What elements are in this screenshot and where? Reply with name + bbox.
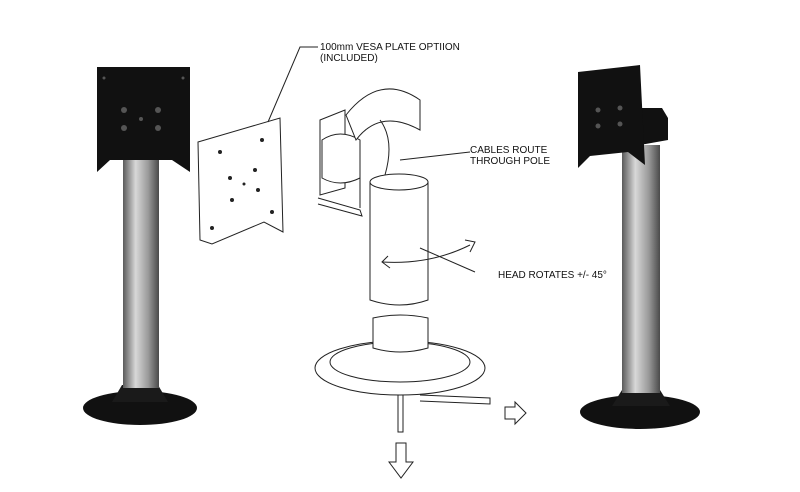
cables-leader-line: [399, 151, 471, 161]
right-pole: [622, 145, 660, 393]
left-vesa-mount: [97, 67, 190, 172]
left-base-collar: [112, 385, 168, 402]
right-head: [640, 108, 668, 145]
exploded-assembly: [314, 88, 527, 479]
cables-label-line1: CABLES ROUTE: [470, 145, 548, 156]
left-base: [83, 391, 197, 425]
left-stand: [83, 67, 197, 425]
vesa-label-line1: 100mm VESA PLATE OPTIION: [320, 42, 460, 53]
rotate-arrow: [381, 244, 471, 263]
right-arrow-icon: [504, 400, 527, 426]
vesa-leader-line: [267, 46, 318, 123]
right-stand: [578, 65, 700, 429]
down-arrow-icon: [388, 442, 414, 479]
head-rotates-label: HEAD ROTATES +/- 45°: [498, 270, 607, 281]
right-base: [580, 395, 700, 429]
cables-label-line2: THROUGH POLE: [470, 156, 551, 167]
cables-route-label: CABLES ROUTE THROUGH POLE: [470, 145, 550, 167]
rotate-leader-line: [419, 247, 476, 273]
vesa-plate: [197, 46, 318, 245]
vesa-plate-label: 100mm VESA PLATE OPTIION (INCLUDED): [320, 42, 460, 64]
right-vesa-mount: [578, 65, 645, 168]
vesa-label-line2: (INCLUDED): [320, 53, 378, 64]
right-base-collar: [612, 390, 670, 406]
left-pole: [123, 158, 159, 388]
